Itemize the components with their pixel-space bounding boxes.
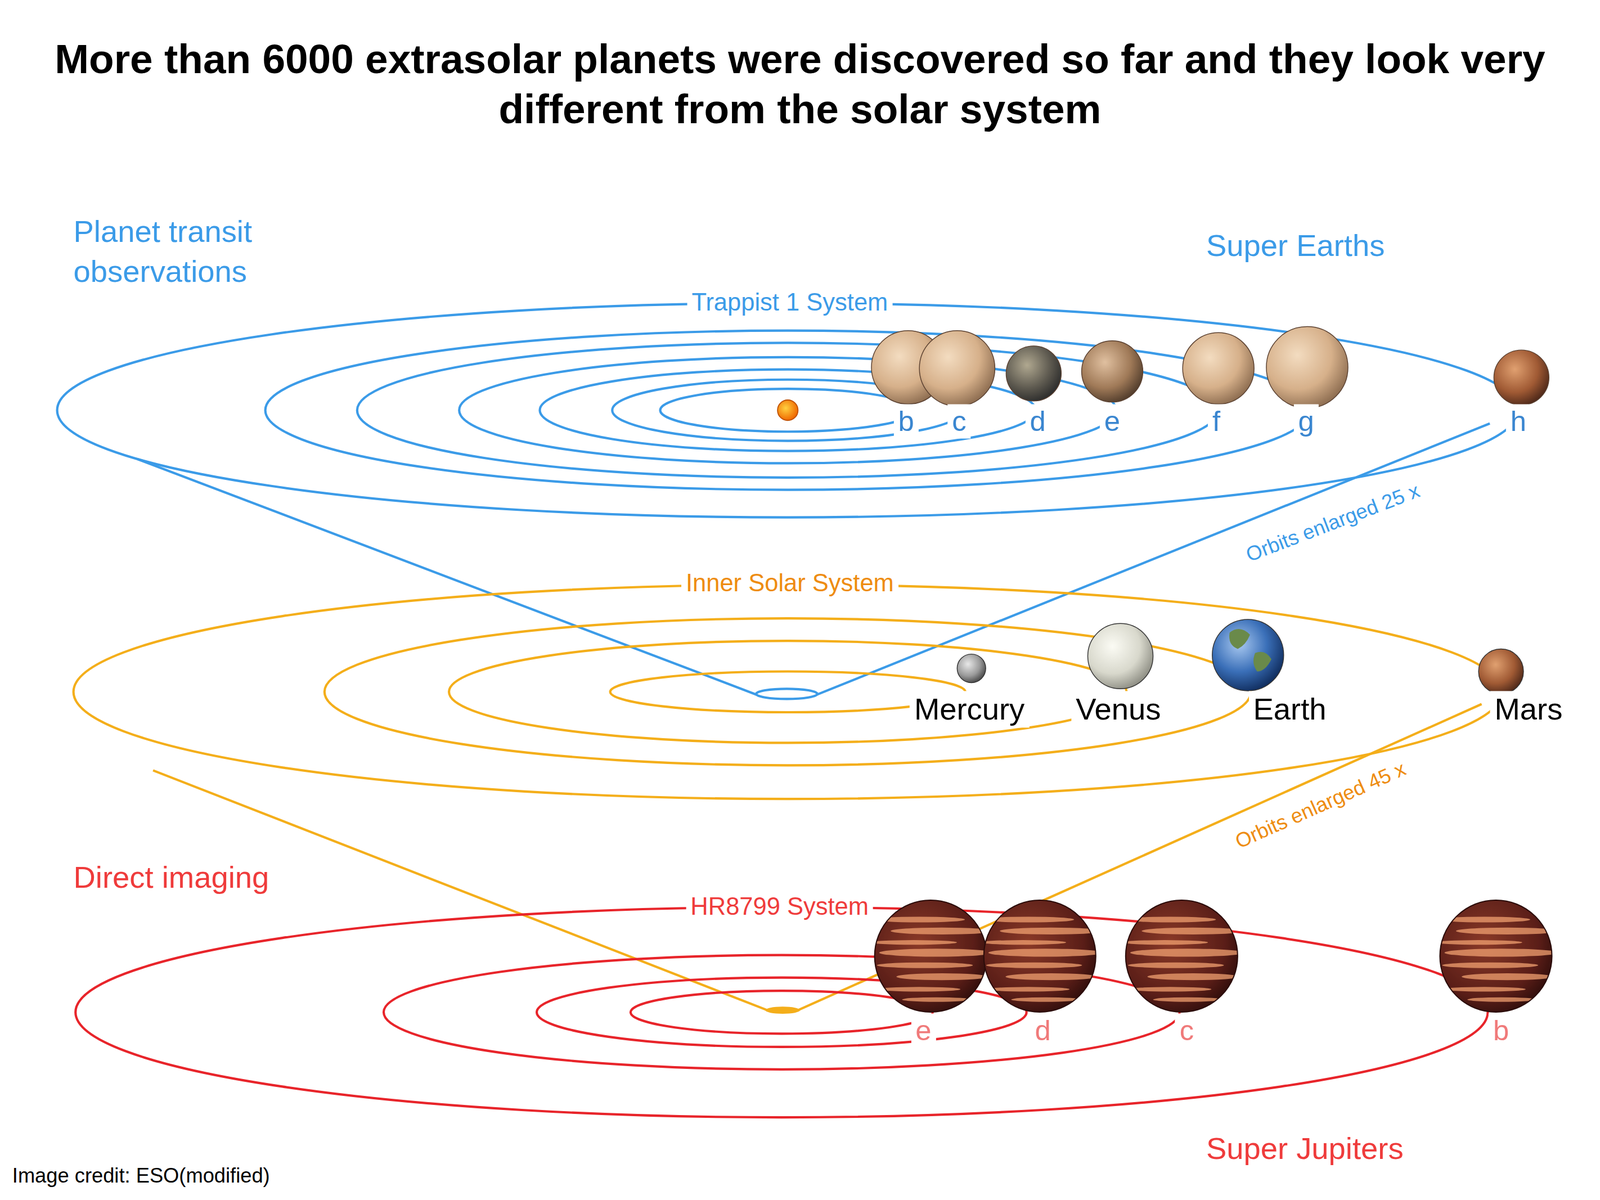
zoom-lines [153,704,1482,1011]
zoom-orbit [756,688,818,699]
hr8799-planets [869,900,1559,1013]
label: g [1293,404,1319,439]
orbit [75,906,1488,1118]
planet [1081,340,1144,403]
zoom-orbit [765,1006,800,1014]
label: c [947,404,971,439]
continent [1229,628,1272,672]
label: b [1488,1013,1514,1048]
planet [1266,326,1348,408]
planet [1478,649,1524,695]
planet [1435,900,1559,1013]
label: e [1099,404,1125,439]
orbit [57,303,1519,518]
label: d [1025,404,1050,439]
label: f [1207,404,1225,439]
zoom-line [816,423,1490,695]
label: e [910,1013,936,1048]
zoom-line [137,459,758,695]
orbit [73,584,1503,799]
hr8799-orbits [75,906,1488,1118]
label: b [893,404,919,439]
solar-orbits [73,584,1503,799]
trappist-planets [871,326,1549,408]
planet [919,330,995,407]
label: HR8799 System [685,891,874,921]
planet [1005,345,1062,402]
label: Super Earths [1206,227,1385,264]
label: c [1175,1013,1199,1048]
star [777,400,798,421]
label: Earth [1248,690,1332,728]
orbit [324,618,1252,766]
planet [1212,619,1284,691]
label: Image credit: ESO(modified) [12,1163,271,1189]
label: Mercury [909,690,1029,728]
solar-planets [956,619,1524,694]
label: Inner Solar System [681,568,899,598]
planet [1493,349,1549,406]
orbit [448,640,1127,743]
planet [979,900,1103,1013]
planet [869,900,993,1013]
label: Direct imaging [73,859,270,896]
planet [1087,623,1153,689]
label: Super Jupiters [1206,1130,1404,1168]
orbit [630,990,933,1034]
planet [1121,900,1245,1013]
title: More than 6000 extrasolar planets were d… [45,33,1555,134]
label: Mars [1490,690,1568,728]
planet [956,654,986,683]
label: Venus [1071,690,1166,728]
orbit [660,388,916,432]
orbit [265,330,1311,491]
label: Trappist 1 System [686,287,893,317]
label: h [1506,404,1531,439]
zoom-lines [137,423,1490,700]
planet [1182,332,1255,404]
trappist-orbits [57,303,1519,518]
label: d [1030,1013,1056,1048]
label: Planet transit observations [73,212,314,292]
